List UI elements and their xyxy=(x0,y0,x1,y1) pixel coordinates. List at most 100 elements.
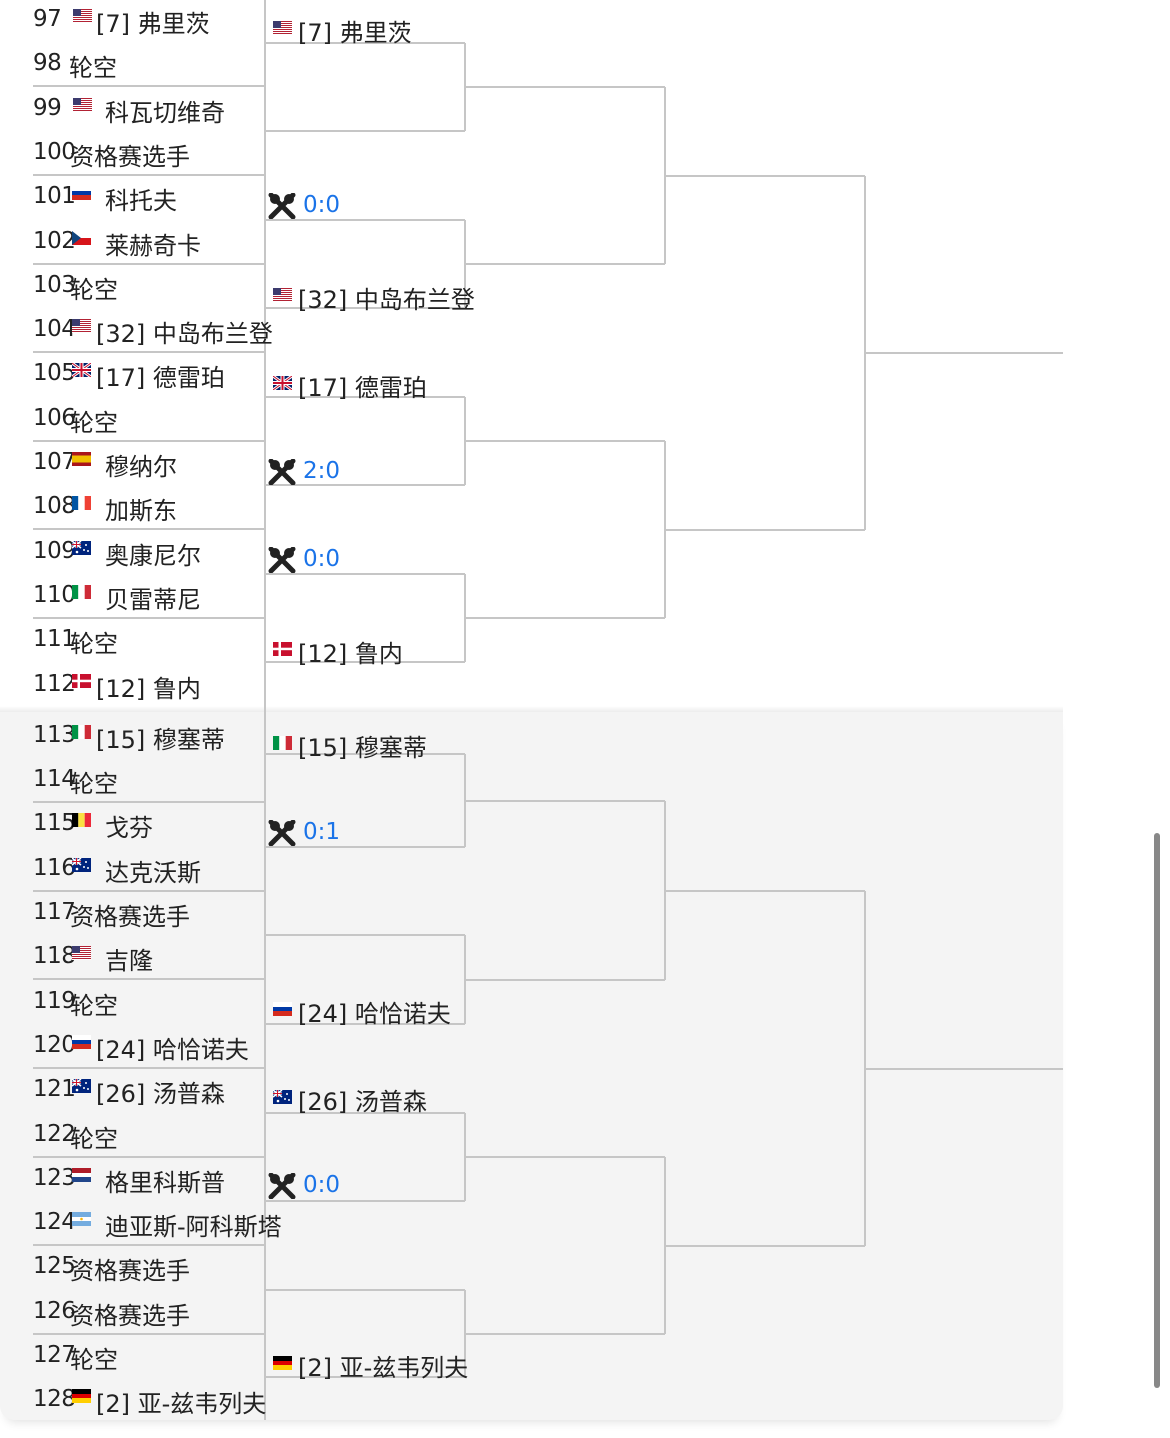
flag-us-icon xyxy=(72,318,91,334)
bracket-line xyxy=(665,529,865,531)
bracket-line xyxy=(33,528,265,530)
player-name: 轮空 xyxy=(70,1124,118,1153)
draw-number: 115 xyxy=(33,810,76,837)
player-row[interactable]: 105[17] 德雷珀 xyxy=(0,352,265,396)
player-name: [2] 亚-兹韦列夫 xyxy=(96,1390,267,1419)
player-name: 轮空 xyxy=(70,630,118,659)
bracket-line xyxy=(465,1156,665,1158)
player-name: [12] 鲁内 xyxy=(298,640,403,668)
draw-number: 112 xyxy=(33,670,76,697)
player-name: 轮空 xyxy=(70,275,118,304)
draw-number: 126 xyxy=(33,1297,76,1324)
bracket-line xyxy=(33,801,265,803)
player-name: 吉隆 xyxy=(105,947,153,976)
crossed-rackets-icon xyxy=(268,458,296,486)
player-row[interactable]: 108 加斯东 xyxy=(0,485,265,529)
bracket-line xyxy=(33,85,265,87)
match-score: 0:1 xyxy=(303,819,341,845)
draw-number: 99 xyxy=(33,94,62,121)
crossed-rackets-icon xyxy=(268,819,296,847)
player-row[interactable]: 113[15] 穆塞蒂 xyxy=(0,714,265,758)
flag-it-icon xyxy=(72,724,91,739)
match-score: 2:0 xyxy=(303,458,341,484)
draw-number: 114 xyxy=(33,766,76,793)
draw-number: 106 xyxy=(33,404,76,431)
player-name: 奥康尼尔 xyxy=(105,541,201,570)
player-name: 轮空 xyxy=(70,991,118,1020)
bracket-line xyxy=(33,440,265,442)
player-row[interactable]: 128 [2] 亚-兹韦列夫 xyxy=(0,1378,267,1422)
player-row[interactable]: 120[24] 哈恰诺夫 xyxy=(0,1024,265,1068)
draw-number: 113 xyxy=(33,721,76,748)
bracket-line xyxy=(465,86,665,88)
draw-number: 128 xyxy=(33,1386,76,1413)
bracket-line xyxy=(265,846,465,848)
bracket-line xyxy=(265,934,465,936)
player-name: [26] 汤普森 xyxy=(96,1080,225,1109)
player-name: [24] 哈恰诺夫 xyxy=(298,1000,451,1028)
bracket-line xyxy=(865,1068,1063,1070)
player-name: 轮空 xyxy=(70,408,118,437)
flag-au-icon xyxy=(71,1078,91,1094)
crossed-rackets-icon xyxy=(268,1172,296,1200)
bracket-line xyxy=(465,263,665,265)
bracket-line xyxy=(265,753,465,755)
draw-number: 125 xyxy=(33,1253,76,1280)
player-name: 加斯东 xyxy=(105,497,177,526)
bracket-line xyxy=(33,890,265,892)
flag-us-icon xyxy=(273,20,292,35)
player-row[interactable]: 121[26] 汤普森 xyxy=(0,1068,265,1112)
bracket-line xyxy=(33,174,265,176)
bracket-line xyxy=(265,1289,465,1291)
flag-ru-icon xyxy=(72,185,91,201)
player-name: 莱赫奇卡 xyxy=(105,231,201,260)
bracket-line xyxy=(265,219,465,221)
flag-us-icon xyxy=(72,945,91,961)
bracket-line xyxy=(33,1156,265,1158)
player-row[interactable]: 104[32] 中岛布兰登 xyxy=(0,308,273,352)
bracket-line xyxy=(265,1023,465,1025)
draw-number: 100 xyxy=(33,138,76,165)
player-name: 穆纳尔 xyxy=(105,453,177,481)
player-row[interactable]: 107 穆纳尔 xyxy=(0,441,265,485)
player-name: [26] 汤普森 xyxy=(298,1088,427,1116)
flag-us-icon xyxy=(273,287,292,302)
bracket-line xyxy=(33,1244,265,1246)
flag-gb-icon xyxy=(71,362,92,379)
player-row[interactable]: 112[12] 鲁内 xyxy=(0,663,265,707)
player-name: 科瓦切维奇 xyxy=(105,98,225,127)
player-row[interactable]: 97[7] 弗里茨 xyxy=(0,0,265,42)
draw-number: 108 xyxy=(33,493,76,520)
bracket-line xyxy=(665,890,865,892)
player-row[interactable]: 99 科瓦切维奇 xyxy=(0,87,265,131)
draw-number: 110 xyxy=(33,581,76,608)
crossed-rackets-icon xyxy=(268,546,296,574)
player-name: 资格赛选手 xyxy=(70,142,190,171)
draw-number: 107 xyxy=(33,449,76,475)
bracket-line xyxy=(33,1067,265,1069)
vertical-scrollbar[interactable] xyxy=(1154,833,1160,1388)
bracket-line xyxy=(265,130,465,132)
bracket-line xyxy=(465,440,665,442)
